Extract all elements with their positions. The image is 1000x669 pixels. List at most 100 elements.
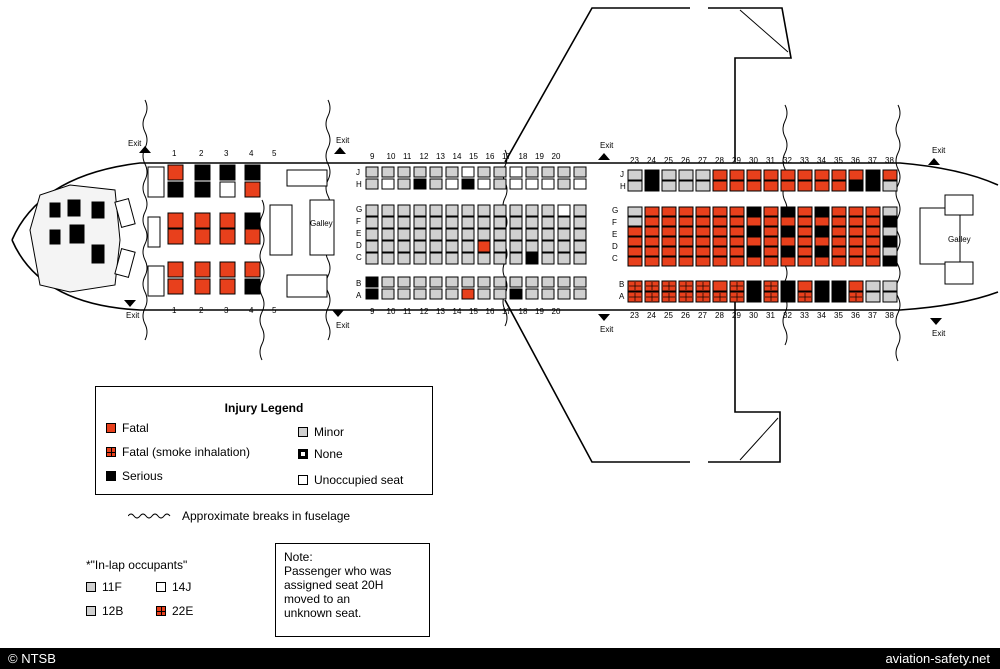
seat <box>557 216 571 229</box>
fatal-swatch-icon <box>106 423 116 433</box>
row-number: 35 <box>834 156 843 165</box>
seat-letter: A <box>356 291 362 300</box>
seat <box>882 169 898 181</box>
seat <box>557 178 571 190</box>
row-number: 14 <box>452 152 462 161</box>
seat-letter: A <box>619 292 625 301</box>
seat <box>445 276 459 288</box>
seat-letter: G <box>612 206 619 215</box>
seat <box>557 204 571 217</box>
seat <box>763 256 779 267</box>
seat <box>865 246 881 257</box>
seat <box>780 291 796 303</box>
in-lap-item: 12B <box>86 604 156 618</box>
seat <box>627 180 643 192</box>
row-number: 32 <box>783 311 792 320</box>
seat <box>365 216 379 229</box>
seat <box>194 261 211 278</box>
seat <box>525 216 539 229</box>
seat <box>627 216 643 227</box>
seat <box>397 252 411 265</box>
seat <box>365 178 379 190</box>
seat <box>712 236 728 247</box>
seat <box>429 216 443 229</box>
seat <box>712 169 728 181</box>
seat <box>661 246 677 257</box>
seat <box>541 240 555 253</box>
row-number: 28 <box>715 311 724 320</box>
seat <box>445 166 459 178</box>
seat <box>678 256 694 267</box>
seat <box>445 240 459 253</box>
seat <box>678 216 694 227</box>
seat <box>541 216 555 229</box>
seat <box>712 256 728 267</box>
seat <box>661 256 677 267</box>
seat <box>831 246 847 257</box>
seat <box>493 276 507 288</box>
seat <box>695 206 711 217</box>
galley-label: Galley <box>310 219 333 228</box>
seat <box>746 236 762 247</box>
note-title: Note: <box>284 550 313 564</box>
seat <box>365 204 379 217</box>
seat <box>219 261 236 278</box>
exit-arrow-icon <box>124 300 136 307</box>
seat <box>661 226 677 237</box>
seat <box>882 256 898 267</box>
seat-letter: D <box>356 241 362 250</box>
exit-label: Exit <box>932 329 946 338</box>
row-number: 38 <box>885 156 894 165</box>
seat <box>557 166 571 178</box>
seat-letter: C <box>612 254 618 263</box>
seat <box>831 169 847 181</box>
row-number: 9 <box>370 307 375 316</box>
seat <box>525 276 539 288</box>
seat <box>541 204 555 217</box>
seat <box>865 236 881 247</box>
seat <box>848 169 864 181</box>
seat <box>365 288 379 300</box>
galley-label: Galley <box>948 235 971 244</box>
exit-arrow-icon <box>930 318 942 325</box>
seat <box>848 246 864 257</box>
minor-swatch-icon <box>298 427 308 437</box>
row-number: 12 <box>419 307 429 316</box>
seat <box>814 236 830 247</box>
seat <box>429 166 443 178</box>
seat <box>865 291 881 303</box>
seat <box>493 178 507 190</box>
seat <box>729 216 745 227</box>
seat <box>445 216 459 229</box>
row-number: 28 <box>715 156 724 165</box>
row-number: 31 <box>766 311 775 320</box>
seat <box>865 256 881 267</box>
seat <box>797 236 813 247</box>
seat <box>865 280 881 292</box>
row-number: 14 <box>452 307 462 316</box>
seat <box>219 212 236 229</box>
seat <box>644 180 660 192</box>
seat <box>541 288 555 300</box>
seat-letter: J <box>356 168 360 177</box>
exit-label: Exit <box>336 321 350 330</box>
seat <box>445 252 459 265</box>
seat <box>477 288 491 300</box>
row-number: 26 <box>681 311 690 320</box>
exit-arrow-icon <box>928 158 940 165</box>
row-number: 34 <box>817 156 826 165</box>
seat <box>729 256 745 267</box>
seat <box>381 228 395 241</box>
seat <box>194 212 211 229</box>
footer-site: aviation-safety.net <box>885 651 990 666</box>
smoke-swatch-icon <box>156 606 166 616</box>
seat <box>397 166 411 178</box>
row-number: 19 <box>535 152 544 161</box>
seat <box>244 181 261 198</box>
row-number: 11 <box>403 307 412 316</box>
row-number: 20 <box>551 307 561 316</box>
seat <box>525 252 539 265</box>
in-lap-occupants: *"In-lap occupants" 11F 14J 12B 22E <box>86 558 216 618</box>
seat <box>167 212 184 229</box>
seat <box>780 206 796 217</box>
